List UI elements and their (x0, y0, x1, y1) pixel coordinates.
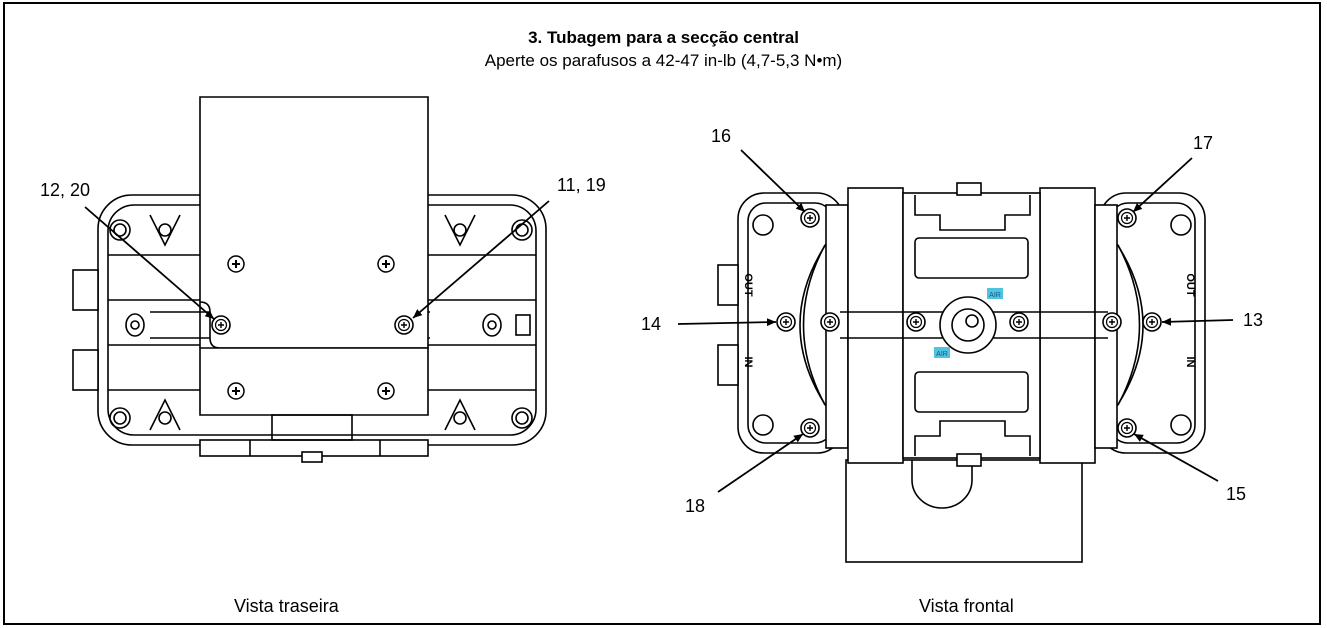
rear-bolt-left (211, 315, 231, 335)
leader-16 (740, 149, 806, 213)
callout-16: 16 (711, 126, 732, 146)
callout-15: 15 (1226, 484, 1247, 504)
front-view-caption: Vista frontal (919, 596, 1014, 616)
leader-13 (1161, 317, 1234, 326)
air-label-top: AIR (989, 292, 1001, 299)
callout-12-20: 12, 20 (40, 180, 91, 200)
leader-17 (1132, 157, 1193, 213)
callout-14: 14 (641, 314, 662, 334)
air-badge-bottom (934, 347, 950, 358)
figure-title: 3. Tubagem para a secção central (528, 28, 799, 47)
rear-bolt-right (394, 315, 414, 335)
rear-view-caption: Vista traseira (234, 596, 339, 616)
leader-14 (677, 318, 777, 327)
front-view-drawing (717, 182, 1206, 563)
figure-subtitle: Aperte os parafusos a 42-47 in-lb (4,7-5… (484, 51, 843, 70)
callout-18: 18 (685, 496, 706, 516)
leader-12-20 (84, 206, 215, 320)
port-label-in-right: IN (1184, 357, 1196, 368)
port-label-out-right: OUT (1184, 273, 1196, 297)
port-label-out-left: OUT (742, 273, 754, 297)
figure-frame (3, 2, 1321, 625)
air-label-bottom: AIR (936, 351, 948, 358)
leader-15 (1133, 433, 1219, 482)
callout-11-19: 11, 19 (557, 175, 606, 195)
rear-view-drawing (72, 96, 547, 463)
leader-11-19 (412, 200, 550, 319)
leader-18 (717, 433, 804, 493)
callout-17: 17 (1193, 133, 1214, 153)
port-label-in-left: IN (742, 357, 754, 368)
air-badge-top (987, 288, 1003, 299)
callout-13: 13 (1243, 310, 1264, 330)
